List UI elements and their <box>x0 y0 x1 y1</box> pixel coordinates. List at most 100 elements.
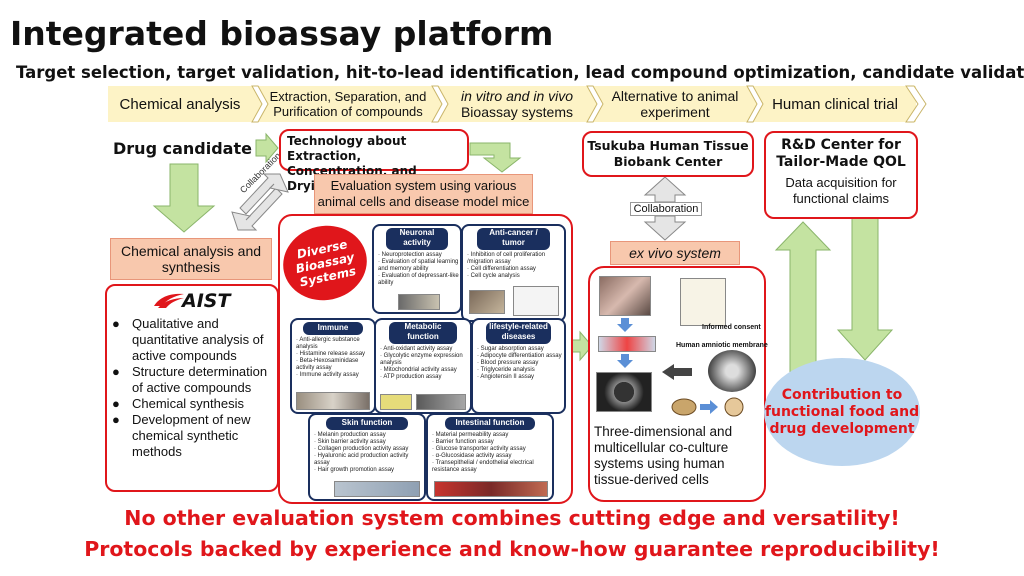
evaluation-system-box: Evaluation system using various animal c… <box>314 174 533 214</box>
metabolic-photo <box>416 394 466 410</box>
panel-item: Blood pressure assay <box>477 360 564 367</box>
panel-item: Angiotensin II assay <box>477 374 564 381</box>
panel-title: lifestyle-related diseases <box>485 322 552 344</box>
panel-title: Intestinal function <box>445 417 535 430</box>
panel-item: ATP production assay <box>380 374 470 381</box>
panel-item: Sugar absorption assay <box>477 346 564 353</box>
panel-item: Cell differentiation assay <box>467 266 564 273</box>
panel-item: Evaluation of depressant-like ability <box>378 273 460 287</box>
panel-item: Adipocyte differentiation assay <box>477 353 564 360</box>
panel-title: Metabolic function <box>389 322 457 344</box>
arrow-left-icon <box>662 364 692 380</box>
aist-item-text: Structure determination of active compou… <box>132 364 268 395</box>
contribution-text: Contribution to functional food and drug… <box>764 386 920 437</box>
consent-document <box>680 278 726 326</box>
stage-bioassay-line2: Bioassay systems <box>460 104 574 120</box>
panel-item: Triglyceride analysis <box>477 367 564 374</box>
panel-item: Barrier function assay <box>432 439 552 446</box>
arrow-bent-icon <box>469 142 522 173</box>
coculture-illustration <box>670 396 750 418</box>
panel-title: Anti-cancer / tumor <box>477 228 550 250</box>
panel-item: Hyaluronic acid production activity assa… <box>314 453 424 467</box>
page-title: Integrated bioassay platform <box>10 14 554 53</box>
panel-immune: Immune function Anti-allergic substance … <box>290 318 376 414</box>
arrow-right-icon <box>571 330 593 362</box>
rd-center-box: R&D Center for Tailor-Made QOL Data acqu… <box>764 131 918 219</box>
anticancer-photo <box>469 290 505 314</box>
panel-item: α-Glucosidase activity assay <box>432 453 552 460</box>
panel-item: Cell cycle analysis <box>467 273 564 280</box>
arrow-down-icon <box>617 354 633 368</box>
panel-item: Inhibition of cell proliferation /migrat… <box>467 252 564 266</box>
amniotic-label: Human amniotic membrane <box>676 342 768 349</box>
chevron-separator <box>905 85 927 123</box>
panel-skin: Skin function Melanin production assay S… <box>308 413 426 501</box>
panel-item: Anti-allergic substance analysis <box>296 337 374 351</box>
slogan-2: Protocols backed by experience and know-… <box>84 537 940 561</box>
tube-photo <box>598 336 656 352</box>
panel-item: Beta-Hexosaminidase activity assay <box>296 358 374 372</box>
aist-item-text: Qualitative and quantitative analysis of… <box>132 316 264 363</box>
panel-item: Melanin production assay <box>314 432 424 439</box>
arrow-down-icon <box>152 163 216 233</box>
panel-title: Neuronal activity <box>386 228 448 250</box>
panel-list: Material permeability assay Barrier func… <box>432 432 552 474</box>
panel-item: Material permeability assay <box>432 432 552 439</box>
panel-list: Inhibition of cell proliferation /migrat… <box>467 252 564 280</box>
rd-center-title: R&D Center for Tailor-Made QOL <box>776 137 906 170</box>
panel-list: Melanin production assay Skin barrier ac… <box>314 432 424 474</box>
panel-neuronal: Neuronal activity Neuroprotection assay … <box>372 224 462 314</box>
intestinal-photo <box>434 481 548 497</box>
panel-item: Evaluation of spatial learning and memor… <box>378 259 460 273</box>
stage-alternative: Alternative to animal experiment <box>611 88 739 120</box>
aist-box <box>105 284 279 492</box>
aist-item-text: Development of new chemical synthetic me… <box>132 412 251 459</box>
panel-item: Transepithelial / endothelial electrical… <box>432 460 552 474</box>
slogan-1: No other evaluation system combines cutt… <box>124 506 900 530</box>
aist-logo-icon <box>154 293 184 308</box>
panel-title: Skin function <box>325 417 409 430</box>
aist-item: ●Structure determination of active compo… <box>112 364 268 395</box>
aist-logo-text: AIST <box>182 290 231 312</box>
exvivo-description: Three-dimensional and multicellular co-c… <box>594 424 733 487</box>
extraction-technology-box: Technology about Extraction, Concentrati… <box>279 129 469 193</box>
stage-bar <box>108 86 916 122</box>
panel-item: Histamine release assay <box>296 351 374 358</box>
arrow-right-icon <box>255 132 279 164</box>
panel-lifestyle: lifestyle-related diseases Sugar absorpt… <box>471 318 566 414</box>
stage-bioassay-line1: in vitro and in vivo <box>460 88 574 104</box>
plate-photo <box>596 372 652 412</box>
panel-item: Glucose transporter activity assay <box>432 446 552 453</box>
collaboration-label: Collaboration <box>630 202 702 216</box>
panel-list: Sugar absorption assay Adipocyte differe… <box>477 346 564 381</box>
panel-item: Glycolytic enzyme expression analysis <box>380 353 470 367</box>
chemical-analysis-box: Chemical analysis and synthesis <box>110 238 272 280</box>
panel-item: Neuroprotection assay <box>378 252 460 259</box>
chevron-separator <box>586 85 604 123</box>
panel-item: Mitochondrial activity assay <box>380 367 470 374</box>
arrow-up-icon <box>643 176 687 203</box>
rd-center-desc: Data acquisition for functional claims <box>785 175 897 206</box>
panel-item: Anti-oxidant activity assay <box>380 346 470 353</box>
panel-list: Anti-oxidant activity assay Glycolytic e… <box>380 346 470 381</box>
coculture-icon <box>671 397 744 417</box>
metabolic-photo <box>380 394 412 410</box>
exvivo-label: ex vivo system <box>610 241 740 265</box>
panel-list: Anti-allergic substance analysis Histami… <box>296 337 374 379</box>
chevron-separator <box>431 85 449 123</box>
arrow-down-icon <box>836 209 894 361</box>
aist-item-text: Chemical synthesis <box>132 396 244 411</box>
panel-item: Collagen production activity assay <box>314 446 424 453</box>
panel-list: Neuroprotection assay Evaluation of spat… <box>378 252 460 287</box>
panel-intestinal: Intestinal function Material permeabilit… <box>426 413 554 501</box>
chevron-separator <box>746 85 764 123</box>
skin-photo <box>334 481 420 497</box>
tissue-photo <box>599 276 651 316</box>
stage-extraction: Extraction, Separation, and Purification… <box>269 89 427 119</box>
drug-candidate-label: Drug candidate <box>113 139 252 158</box>
neuronal-photo <box>398 294 440 310</box>
chevron-separator <box>251 85 269 123</box>
panel-item: Skin barrier activity assay <box>314 439 424 446</box>
arrow-down-icon <box>617 318 633 332</box>
